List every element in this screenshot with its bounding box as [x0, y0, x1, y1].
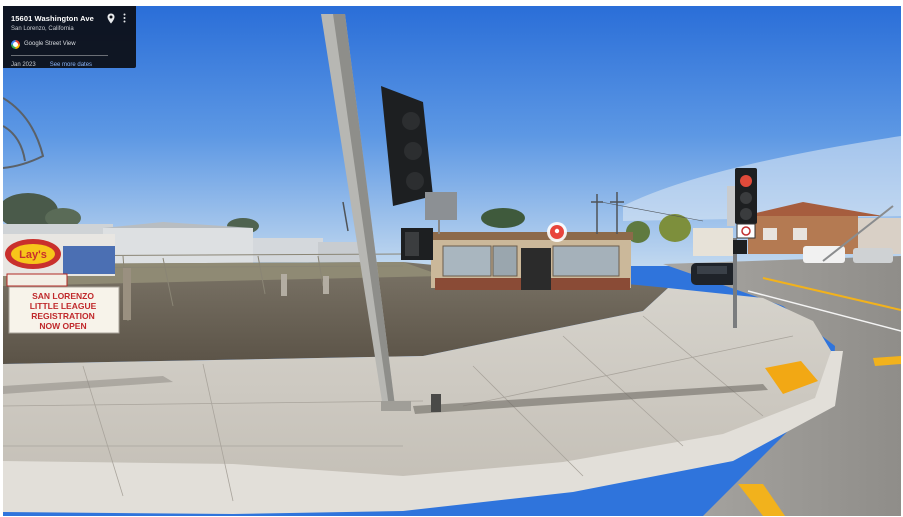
signal-shadow — [3, 376, 173, 394]
banner-line-1: SAN LORENZO — [32, 291, 94, 301]
traffic-signal-pole — [321, 14, 441, 412]
google-logo-icon — [11, 39, 20, 49]
card-divider — [11, 55, 108, 56]
lays-billboard: Lay's — [3, 234, 115, 276]
clouds — [623, 136, 901, 221]
trees-left — [3, 193, 691, 243]
sidewalk — [3, 288, 831, 501]
little-league-banner: SAN LORENZO LITTLE LEAGUE REGISTRATION N… — [6, 273, 120, 334]
pole-shadow — [413, 384, 768, 414]
crosswalk-mark — [873, 356, 901, 366]
more-vert-icon[interactable] — [120, 13, 129, 24]
crosswalk-mark — [738, 484, 785, 516]
parked-cars — [691, 246, 893, 285]
lane-line-white — [747, 290, 901, 332]
fence-post — [281, 274, 287, 296]
utility-poles — [342, 192, 704, 234]
banner-line-4: NOW OPEN — [39, 321, 86, 331]
banner-line-3: REGISTRATION — [31, 311, 95, 321]
traffic-light-right — [727, 168, 757, 328]
street-view-panorama[interactable]: Lay's SAN LORENZO LITTLE LEAGUE REGISTRA… — [3, 6, 901, 516]
fence-post — [123, 268, 131, 320]
brand-label: Google Street View — [24, 41, 76, 47]
ped-signal — [401, 228, 433, 260]
street-lamp-arm — [822, 205, 894, 262]
capture-date: Jan 2023 — [11, 61, 36, 68]
brand-row: Google Street View — [11, 39, 129, 49]
light-structure — [3, 97, 45, 169]
panorama-scene[interactable]: Lay's SAN LORENZO LITTLE LEAGUE REGISTRA… — [3, 6, 901, 516]
street-sign-blank — [425, 192, 457, 220]
curb-ramp-mark — [765, 361, 818, 394]
traffic-light — [381, 86, 433, 206]
lane-line — [762, 277, 901, 311]
address-title: 15601 Washington Ave — [11, 13, 94, 23]
banner-line-2: LITTLE LEAGUE — [30, 301, 97, 311]
place-marker-icon[interactable] — [547, 222, 567, 242]
road — [663, 256, 901, 516]
lays-logo-text: Lay's — [19, 249, 47, 261]
see-more-dates-link[interactable]: See more dates — [49, 61, 93, 68]
houses-right — [693, 202, 901, 256]
locality-subtitle: San Lorenzo, California — [11, 26, 74, 32]
fence-post — [323, 276, 329, 294]
corner-store-building — [428, 232, 633, 290]
curb — [3, 351, 843, 514]
location-info-card: 15601 Washington Ave San Lorenzo, Califo… — [3, 6, 136, 68]
location-pin-icon[interactable] — [106, 13, 115, 24]
